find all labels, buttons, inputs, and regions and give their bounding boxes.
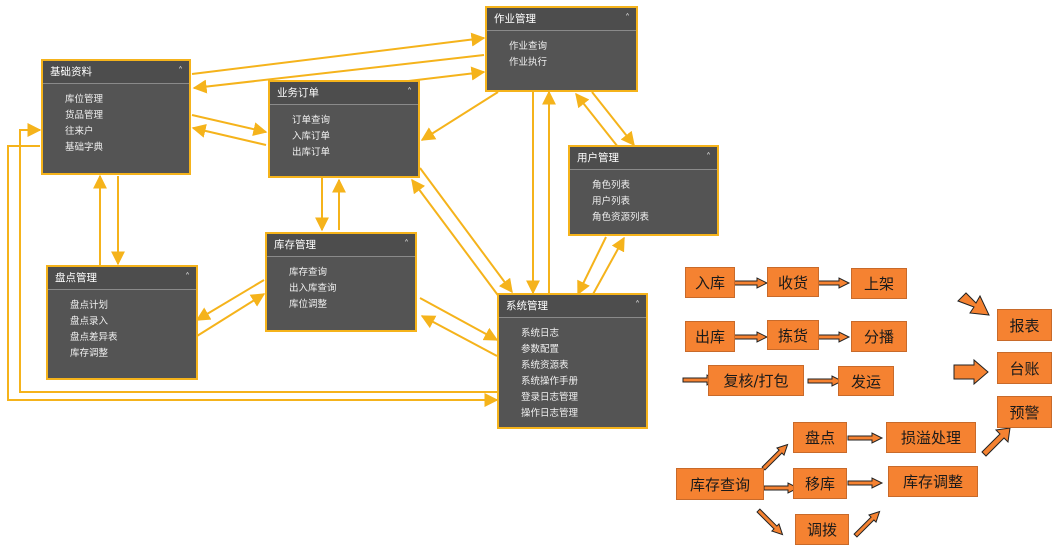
module-job: 作业管理 ˄ 作业查询 作业执行	[485, 6, 638, 92]
module-title: 作业管理	[494, 13, 536, 25]
module-item: 系统日志	[521, 328, 560, 339]
flow-box-pick: 拣货	[767, 320, 819, 350]
flow-box-alert: 预警	[997, 396, 1052, 428]
module-item: 盘点计划	[70, 300, 109, 311]
flow-box-move: 移库	[793, 468, 847, 499]
edge-basic-job	[191, 32, 486, 75]
edge-job-order	[420, 91, 499, 141]
module-item: 库位管理	[65, 94, 104, 105]
flow-box-loss-gain: 损溢处理	[886, 422, 976, 453]
edge-system-order	[411, 178, 501, 299]
module-item: 操作日志管理	[521, 408, 579, 419]
collapse-caret-icon[interactable]: ˄	[407, 87, 412, 98]
collapse-caret-icon[interactable]: ˄	[706, 152, 711, 163]
module-item: 往来户	[65, 126, 94, 137]
module-item: 角色列表	[592, 180, 631, 191]
module-item: 货品管理	[65, 110, 104, 121]
module-header[interactable]: 业务订单 ˄	[270, 82, 418, 105]
edge-order-basic	[191, 124, 267, 146]
module-user: 用户管理 ˄ 角色列表 用户列表 角色资源列表	[568, 145, 719, 236]
flow-box-count: 盘点	[793, 422, 847, 453]
collapse-caret-icon[interactable]: ˄	[178, 66, 183, 77]
module-title: 业务订单	[277, 87, 319, 99]
module-item: 订单查询	[292, 115, 331, 126]
module-item: 系统操作手册	[521, 376, 579, 387]
module-system: 系统管理 ˄ 系统日志 参数配置 系统资源表 系统操作手册 登录日志管理 操作日志…	[497, 293, 648, 429]
module-item: 作业查询	[509, 41, 548, 52]
edge-job-basic	[192, 54, 485, 94]
flow-box-putaway: 上架	[851, 268, 907, 299]
module-item: 出库订单	[292, 147, 331, 158]
collapse-caret-icon[interactable]: ˄	[404, 239, 409, 250]
module-header[interactable]: 盘点管理 ˄	[48, 267, 196, 290]
module-title: 基础资料	[50, 66, 92, 78]
module-title: 用户管理	[577, 152, 619, 164]
module-header[interactable]: 库存管理 ˄	[267, 234, 415, 257]
module-title: 库存管理	[274, 239, 316, 251]
flow-box-receive: 收货	[767, 267, 819, 297]
collapse-caret-icon[interactable]: ˄	[625, 13, 630, 24]
module-item: 参数配置	[521, 344, 560, 355]
collapse-caret-icon[interactable]: ˄	[635, 300, 640, 311]
edge-inventory-system	[419, 297, 499, 341]
module-inventory: 库存管理 ˄ 库存查询 出入库查询 库位调整	[265, 232, 417, 332]
module-item: 库存调整	[70, 348, 109, 359]
module-order: 业务订单 ˄ 订单查询 入库订单 出库订单	[268, 80, 420, 178]
flow-box-report: 报表	[997, 309, 1052, 341]
module-item: 用户列表	[592, 196, 631, 207]
edge-basic-system-outer	[7, 145, 499, 407]
module-title: 系统管理	[506, 300, 548, 312]
edge-job-user	[591, 91, 635, 147]
module-title: 盘点管理	[55, 272, 97, 284]
module-basic-data: 基础资料 ˄ 库位管理 货品管理 往来户 基础字典	[41, 59, 191, 175]
module-header[interactable]: 作业管理 ˄	[487, 8, 636, 31]
flow-box-inbound: 入库	[685, 267, 735, 298]
module-item: 库位调整	[289, 299, 328, 310]
edge-basic-order	[191, 114, 268, 137]
module-item: 出入库查询	[289, 283, 337, 294]
module-item: 入库订单	[292, 131, 331, 142]
edge-order-system	[419, 167, 513, 294]
module-header[interactable]: 用户管理 ˄	[570, 147, 717, 170]
module-item: 盘点录入	[70, 316, 109, 327]
flow-box-stock-query: 库存查询	[676, 468, 764, 500]
flow-box-recheck-pack: 复核/打包	[708, 365, 804, 396]
flow-box-stock-adjust: 库存调整	[888, 466, 978, 497]
module-item: 盘点差异表	[70, 332, 118, 343]
edge-user-job	[575, 92, 619, 148]
module-item: 角色资源列表	[592, 212, 650, 223]
module-item: 库存查询	[289, 267, 328, 278]
module-item: 系统资源表	[521, 360, 569, 371]
module-header[interactable]: 基础资料 ˄	[43, 61, 189, 84]
flow-box-outbound: 出库	[685, 321, 735, 352]
flow-box-distribute: 分播	[851, 321, 907, 352]
flow-box-transfer: 调拨	[795, 514, 849, 545]
edge-system-user	[591, 236, 625, 297]
edge-user-system	[577, 236, 607, 296]
edge-system-basic-outer	[19, 123, 497, 393]
module-stocktake: 盘点管理 ˄ 盘点计划 盘点录入 盘点差异表 库存调整	[46, 265, 198, 380]
flow-box-ship: 发运	[838, 366, 894, 396]
module-item: 登录日志管理	[521, 392, 579, 403]
module-item: 基础字典	[65, 142, 104, 153]
module-header[interactable]: 系统管理 ˄	[499, 295, 646, 318]
module-item: 作业执行	[509, 57, 548, 68]
collapse-caret-icon[interactable]: ˄	[185, 272, 190, 283]
edge-system-inventory	[420, 315, 498, 357]
flow-box-ledger: 台账	[997, 352, 1052, 384]
edge-stocktake-inventory	[196, 293, 266, 337]
edge-inventory-stocktake	[195, 279, 265, 321]
